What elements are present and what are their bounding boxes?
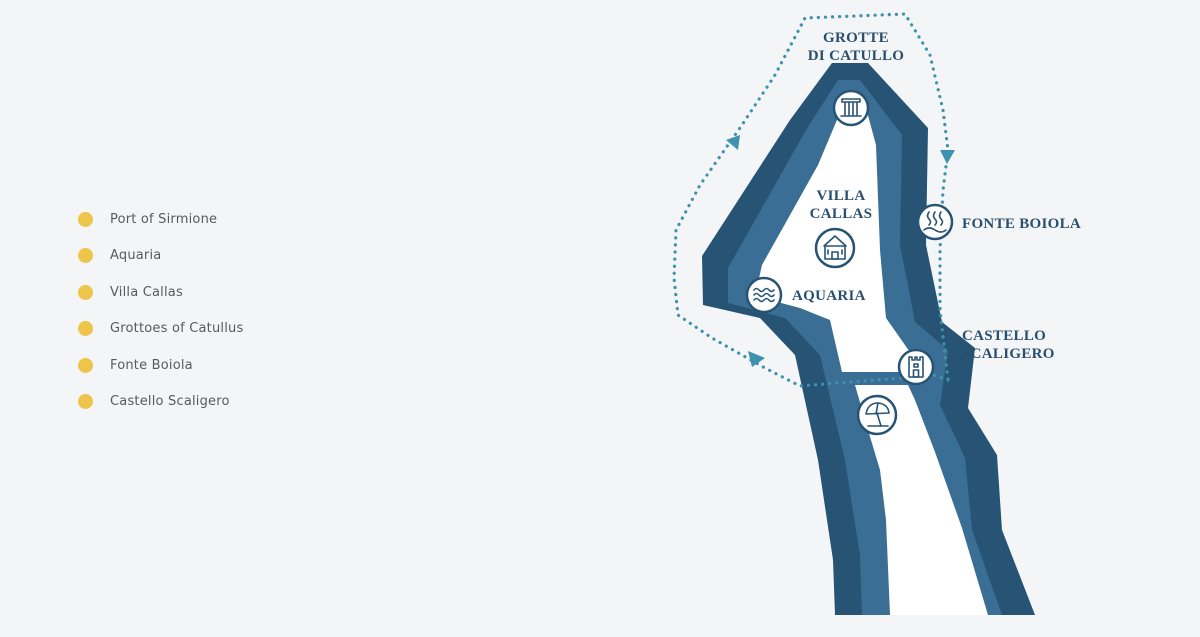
poi-legend: Port of Sirmione Aquaria Villa Callas Gr… [78, 208, 243, 427]
column-ruins-icon [840, 98, 862, 117]
legend-dot-icon [78, 394, 93, 409]
legend-dot-icon [78, 284, 93, 300]
legend-item-grottoes-of-catullus[interactable]: Grottoes of Catullus [78, 318, 243, 340]
label-grotte-line1: GROTTE [823, 30, 889, 46]
route-arrow-south-west [748, 351, 765, 367]
legend-item-fonte-boiola[interactable]: Fonte Boiola [78, 354, 243, 376]
label-castello-line1: CASTELLO [962, 328, 1046, 344]
villa-house-icon [823, 235, 847, 260]
legend-dot-icon [78, 211, 93, 227]
legend-dot-icon [78, 248, 93, 263]
aquaria-marker[interactable] [745, 276, 783, 314]
legend-item-castello-scaligero[interactable]: Castello Scaligero [78, 391, 243, 413]
route-arrow-south-east [940, 150, 955, 164]
label-fonte-boiola: FONTE BOIOLA [962, 216, 1081, 232]
castello-scaligero-marker[interactable] [897, 348, 935, 386]
label-villa-line1: VILLA [816, 188, 865, 204]
label-castello-line2: SCALIGERO [962, 346, 1055, 362]
legend-item-port-of-sirmione[interactable]: Port of Sirmione [78, 208, 243, 230]
castle-tower-icon [908, 356, 924, 378]
water-waves-icon [753, 287, 775, 303]
legend-item-villa-callas[interactable]: Villa Callas [78, 281, 243, 303]
legend-label: Villa Callas [110, 284, 183, 300]
legend-label: Castello Scaligero [110, 394, 230, 409]
route-arrow-north-west [726, 135, 740, 150]
port-of-sirmione-marker[interactable] [856, 394, 898, 436]
fonte-boiola-marker[interactable] [916, 203, 954, 241]
legend-dot-icon [78, 321, 93, 336]
label-grotte-line2: DI CATULLO [808, 48, 905, 64]
beach-umbrella-icon [865, 402, 890, 427]
hot-spring-icon [923, 211, 947, 233]
legend-label: Aquaria [110, 248, 162, 263]
villa-callas-marker[interactable] [814, 227, 856, 269]
peninsula-land-south [855, 385, 988, 615]
label-aquaria: AQUARIA [792, 288, 866, 304]
legend-label: Port of Sirmione [110, 211, 218, 227]
label-villa-line2: CALLAS [810, 206, 873, 222]
legend-label: Grottoes of Catullus [110, 321, 244, 336]
legend-label: Fonte Boiola [110, 357, 193, 373]
legend-dot-icon [78, 357, 93, 373]
legend-item-aquaria[interactable]: Aquaria [78, 245, 243, 267]
grotte-di-catullo-marker[interactable] [832, 89, 870, 127]
